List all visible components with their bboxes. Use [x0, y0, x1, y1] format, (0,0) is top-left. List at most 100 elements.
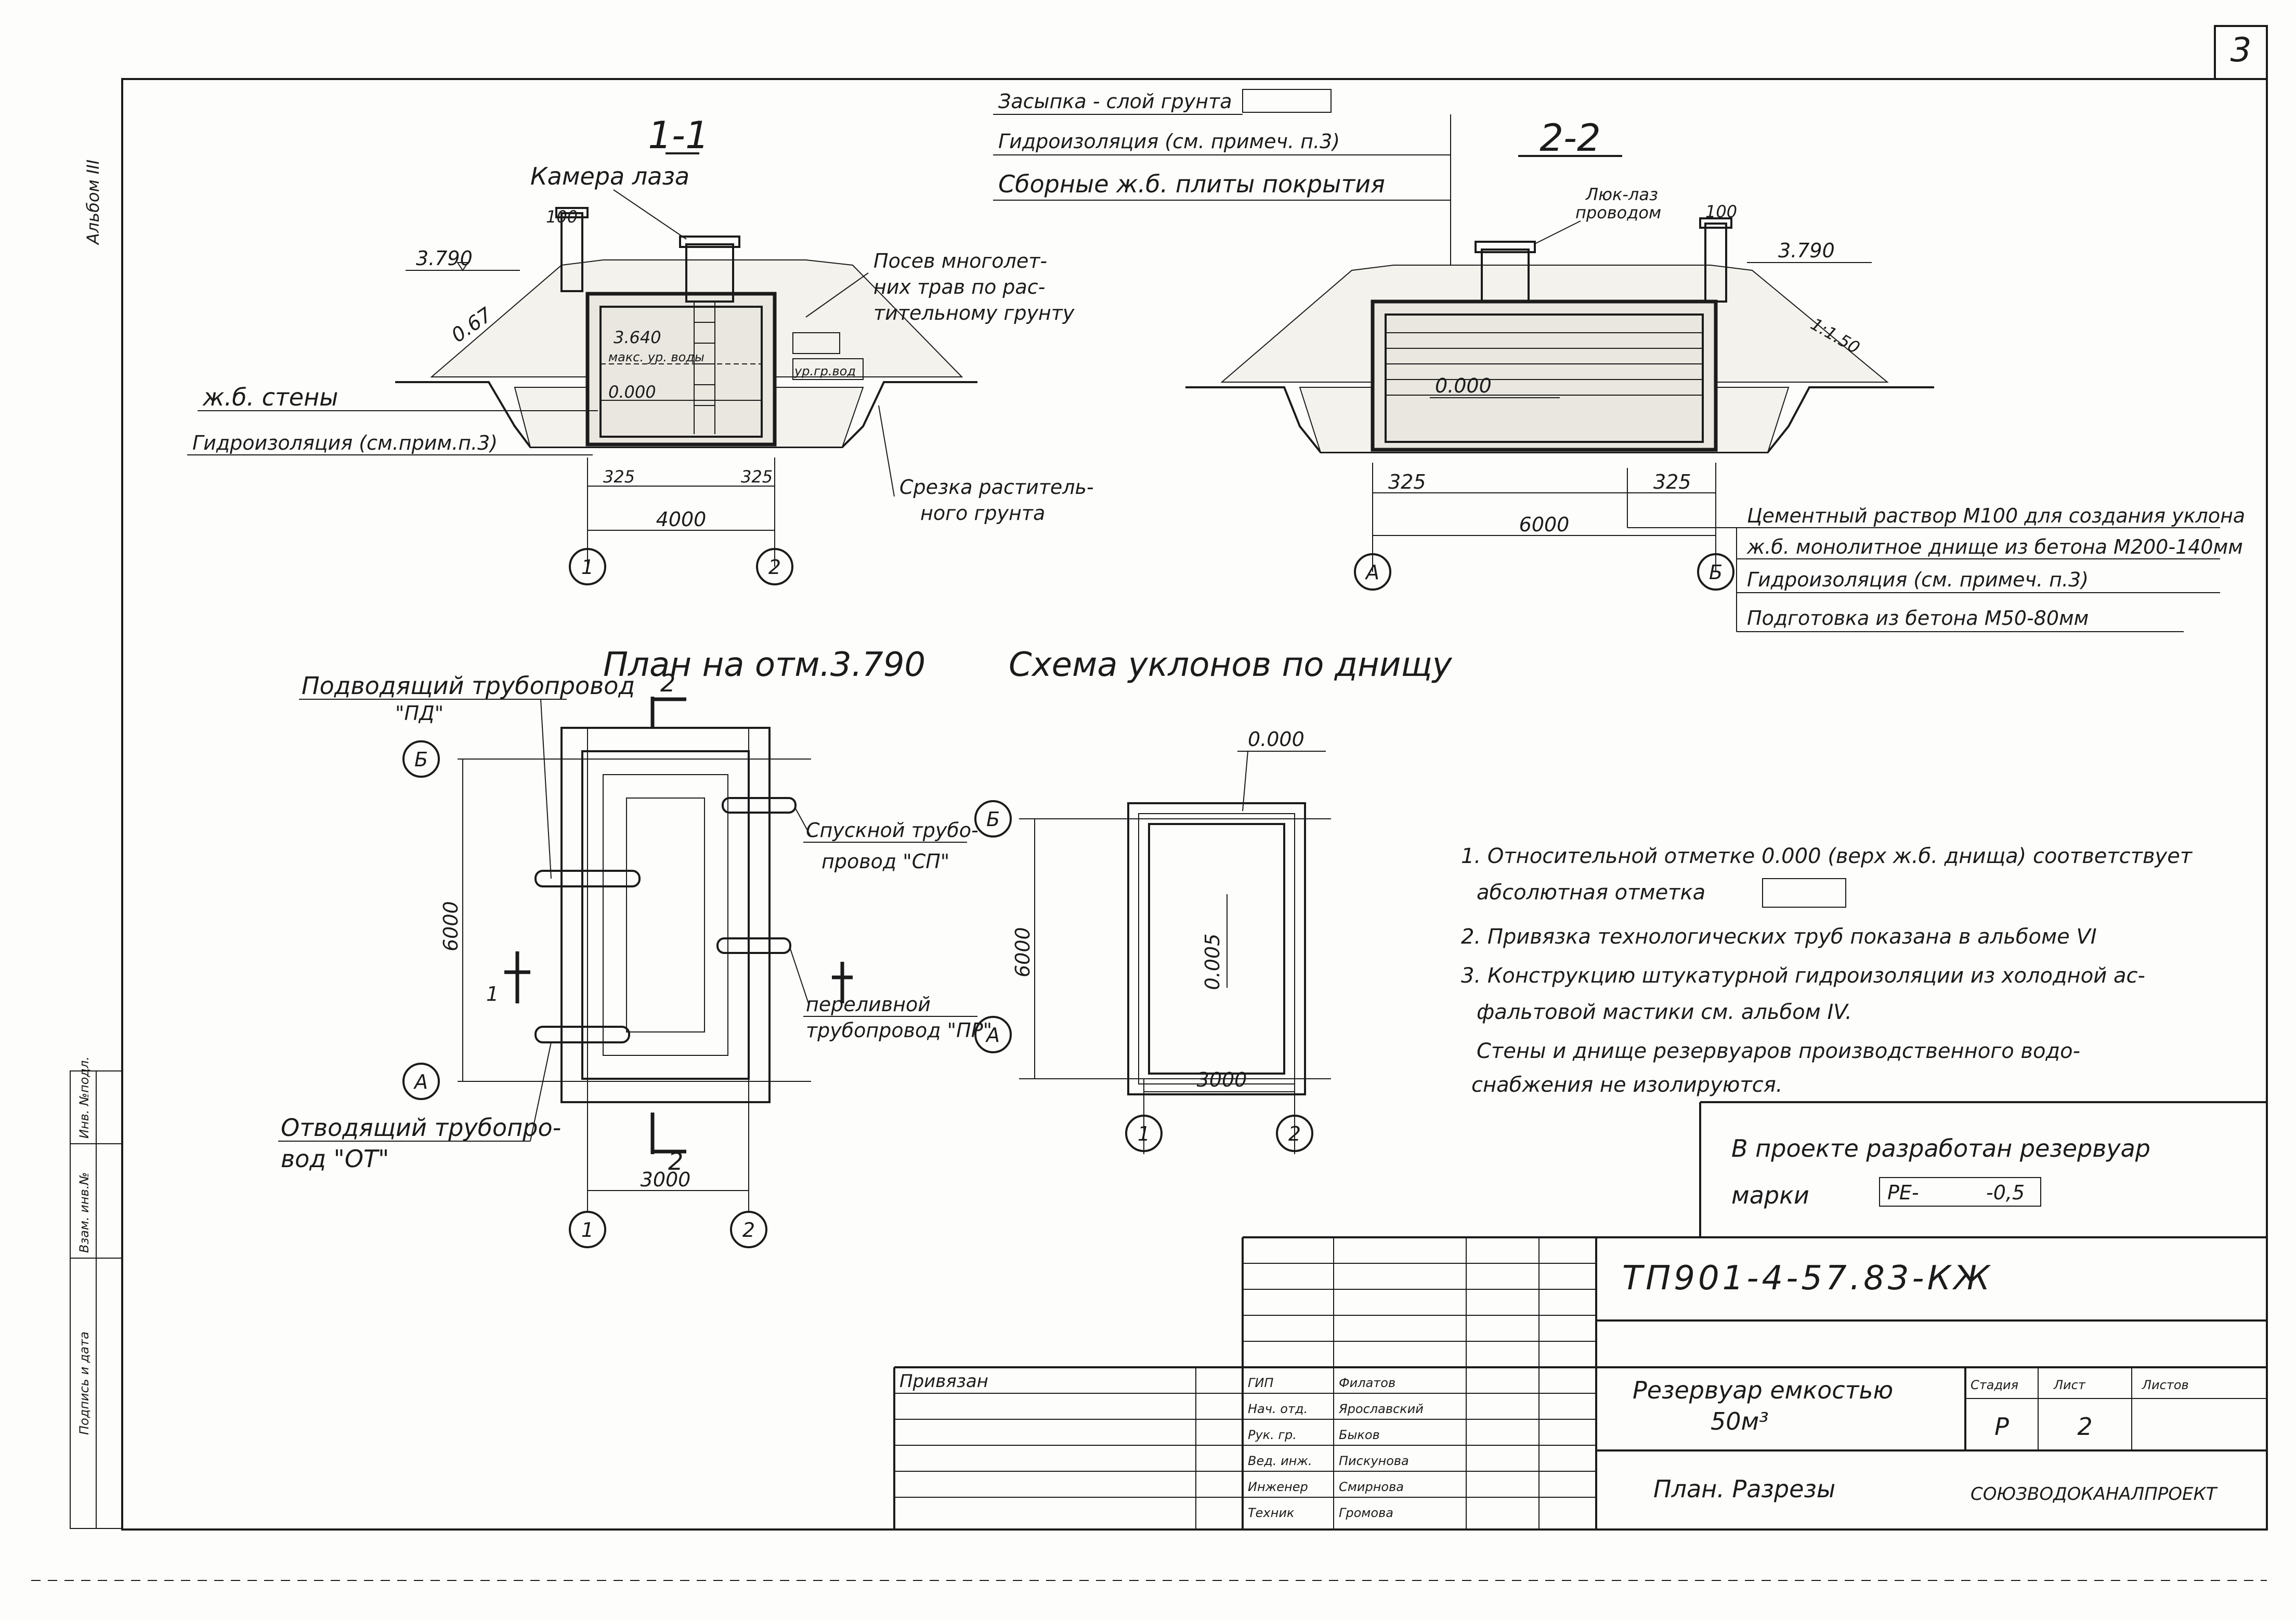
role-4: Инженер: [1248, 1480, 1308, 1494]
role-1: Нач. отд.: [1248, 1402, 1308, 1416]
walls-label: ж.б. стены: [202, 383, 338, 411]
inlet-line1: Подводящий трубопровод: [302, 672, 635, 700]
side-stamp: Альбом III Инв. №подл. Взам. инв.№ Подпи…: [70, 160, 123, 1529]
sheet-header: Лист: [2053, 1378, 2086, 1392]
attached-label: Привязан: [899, 1371, 988, 1392]
project-mark: РЕ-: [1887, 1181, 1919, 1204]
project-mark-label: марки: [1731, 1181, 1809, 1209]
inlet-line2: "ПД": [395, 702, 443, 725]
layer-1: Цементный раствор М100 для создания укло…: [1747, 504, 2245, 527]
overflow-line1: переливной: [806, 993, 931, 1016]
section-1-1: 1-1 Камера лаза: [187, 113, 1094, 585]
slope-scheme: Схема уклонов по днищу 0.000 0.005 6000 …: [974, 646, 1453, 1154]
groundwater-label: ур.гр.вод: [794, 364, 856, 378]
stamp-title-1: Резервуар емкостью: [1633, 1376, 1893, 1404]
note-4: Стены и днище резервуаров производственн…: [1477, 1039, 2080, 1063]
plan-axis-A: А: [413, 1070, 428, 1093]
elev-0000-label: 0.000: [608, 382, 656, 402]
album-label: Альбом III: [83, 160, 103, 245]
overflow-line2: трубопровод "ПР": [806, 1019, 992, 1042]
vent-line1: Люк-лаз: [1585, 185, 1658, 204]
role-5: Техник: [1248, 1506, 1295, 1520]
dim-325-left-sec22: 325: [1388, 470, 1426, 493]
name-0: Филатов: [1339, 1376, 1395, 1390]
elev-3640-label: 3.640: [614, 328, 661, 347]
axis-2-sec11: 2: [768, 556, 781, 579]
top-legend: Засыпка - слой грунта Гидроизоляция (см.…: [993, 89, 1451, 270]
dim-325-right: 325: [741, 467, 773, 487]
sheet-frame: 3: [31, 25, 2268, 1581]
name-4: Смирнова: [1339, 1480, 1404, 1494]
sowing-line3: тительному грунту: [873, 302, 1075, 324]
section-11-title: 1-1: [648, 113, 709, 157]
cap-100-label: 100: [546, 207, 578, 227]
name-1: Ярославский: [1338, 1402, 1424, 1416]
stamp-sheet-title: План. Разрезы: [1653, 1475, 1835, 1503]
stage-header: Стадия: [1971, 1378, 2018, 1392]
drain-line2: провод "СП": [821, 850, 949, 873]
note-4b: снабжения не изолируются.: [1471, 1073, 1782, 1097]
elev-0000-sec22: 0.000: [1435, 374, 1492, 397]
note-1b: абсолютная отметка: [1477, 881, 1705, 905]
slabs-label: Сборные ж.б. плиты покрытия: [998, 170, 1385, 198]
axis-B-sec22: Б: [1709, 561, 1723, 584]
slope-value: 0.005: [1201, 934, 1224, 990]
layer-4: Подготовка из бетона М50-80мм: [1747, 607, 2089, 630]
sheet-number: 3: [2230, 31, 2252, 70]
plan-axis-B: Б: [414, 748, 428, 771]
section-2-2: 2-2 Люк-лаз проводом 100 3.790 1:1.50 0.…: [1185, 116, 2245, 632]
dim-325-left: 325: [603, 467, 635, 487]
axis-A-sec22: А: [1364, 561, 1379, 584]
cut-top-label: 2: [660, 669, 675, 697]
cut-side-label: 1: [486, 983, 499, 1005]
cut-bottom-label: 2: [668, 1147, 683, 1175]
notes-block: 1. Относительной отметке 0.000 (верх ж.б…: [1461, 844, 2193, 1097]
dim-325-right-sec22: 325: [1653, 470, 1691, 493]
plan-axis-2: 2: [742, 1219, 755, 1241]
outlet-line1: Отводящий трубопро-: [281, 1114, 561, 1142]
note-2: 2. Привязка технологических труб показан…: [1461, 925, 2097, 949]
project-box: В проекте разработан резервуар марки РЕ-…: [1699, 1101, 2267, 1237]
outlet-line2: вод "ОТ": [281, 1145, 389, 1173]
stage-value: Р: [1994, 1413, 2009, 1441]
cut-line1: Срезка раститель-: [899, 476, 1094, 499]
roles-column: ГИП Нач. отд. Рук. гр. Вед. инж. Инженер…: [1248, 1376, 1424, 1520]
backfill-label: Засыпка - слой грунта: [998, 90, 1232, 113]
cap-100-sec22: 100: [1705, 202, 1737, 221]
project-code: ТП901-4-57.83-КЖ: [1622, 1259, 1993, 1298]
sowing-line1: Посев многолет-: [873, 250, 1047, 272]
sheets-header: Листов: [2142, 1378, 2189, 1392]
max-level-label: макс. ур. воды: [608, 350, 705, 364]
slope-dim-3000: 3000: [1197, 1068, 1247, 1091]
plan-dim-6000: 6000: [439, 901, 462, 951]
name-5: Громова: [1339, 1506, 1393, 1520]
name-3: Пискунова: [1339, 1454, 1409, 1468]
elev-3790-sec22: 3.790: [1778, 239, 1835, 262]
sheet-value: 2: [2077, 1413, 2092, 1441]
slope-dim-6000: 6000: [1011, 927, 1034, 977]
waterproof-top-label: Гидроизоляция (см. примеч. п.3): [998, 130, 1340, 153]
repl-label: Взам. инв.№: [77, 1172, 92, 1253]
plan-title: План на отм.3.790: [603, 646, 925, 684]
slope-axis-2: 2: [1288, 1122, 1301, 1145]
org-name: СОЮЗВОДОКАНАЛПРОЕКТ: [1971, 1484, 2218, 1505]
project-mark-2: -0,5: [1986, 1181, 2025, 1204]
section-22-title: 2-2: [1540, 116, 1601, 160]
cut-line2: ного грунта: [920, 502, 1045, 525]
role-2: Рук. гр.: [1248, 1428, 1297, 1442]
role-3: Вед. инж.: [1248, 1454, 1312, 1468]
axis-1-sec11: 1: [581, 556, 594, 579]
dim-6000-sec22: 6000: [1519, 513, 1570, 536]
slope-axis-B: Б: [986, 808, 1000, 831]
slope-axis-A: А: [985, 1024, 1000, 1047]
role-0: ГИП: [1248, 1376, 1273, 1390]
sign-label: Подпись и дата: [77, 1331, 92, 1435]
plan-axis-1: 1: [581, 1219, 594, 1241]
slope-axis-1: 1: [1138, 1122, 1150, 1145]
layer-2: ж.б. монолитное днище из бетона М200-140…: [1746, 535, 2243, 558]
note-3b: фальтовой мастики см. альбом IV.: [1477, 1000, 1852, 1024]
waterproof-label: Гидроизоляция (см.прим.п.3): [192, 432, 498, 454]
note-3: 3. Конструкцию штукатурной гидроизоляции…: [1461, 964, 2145, 988]
